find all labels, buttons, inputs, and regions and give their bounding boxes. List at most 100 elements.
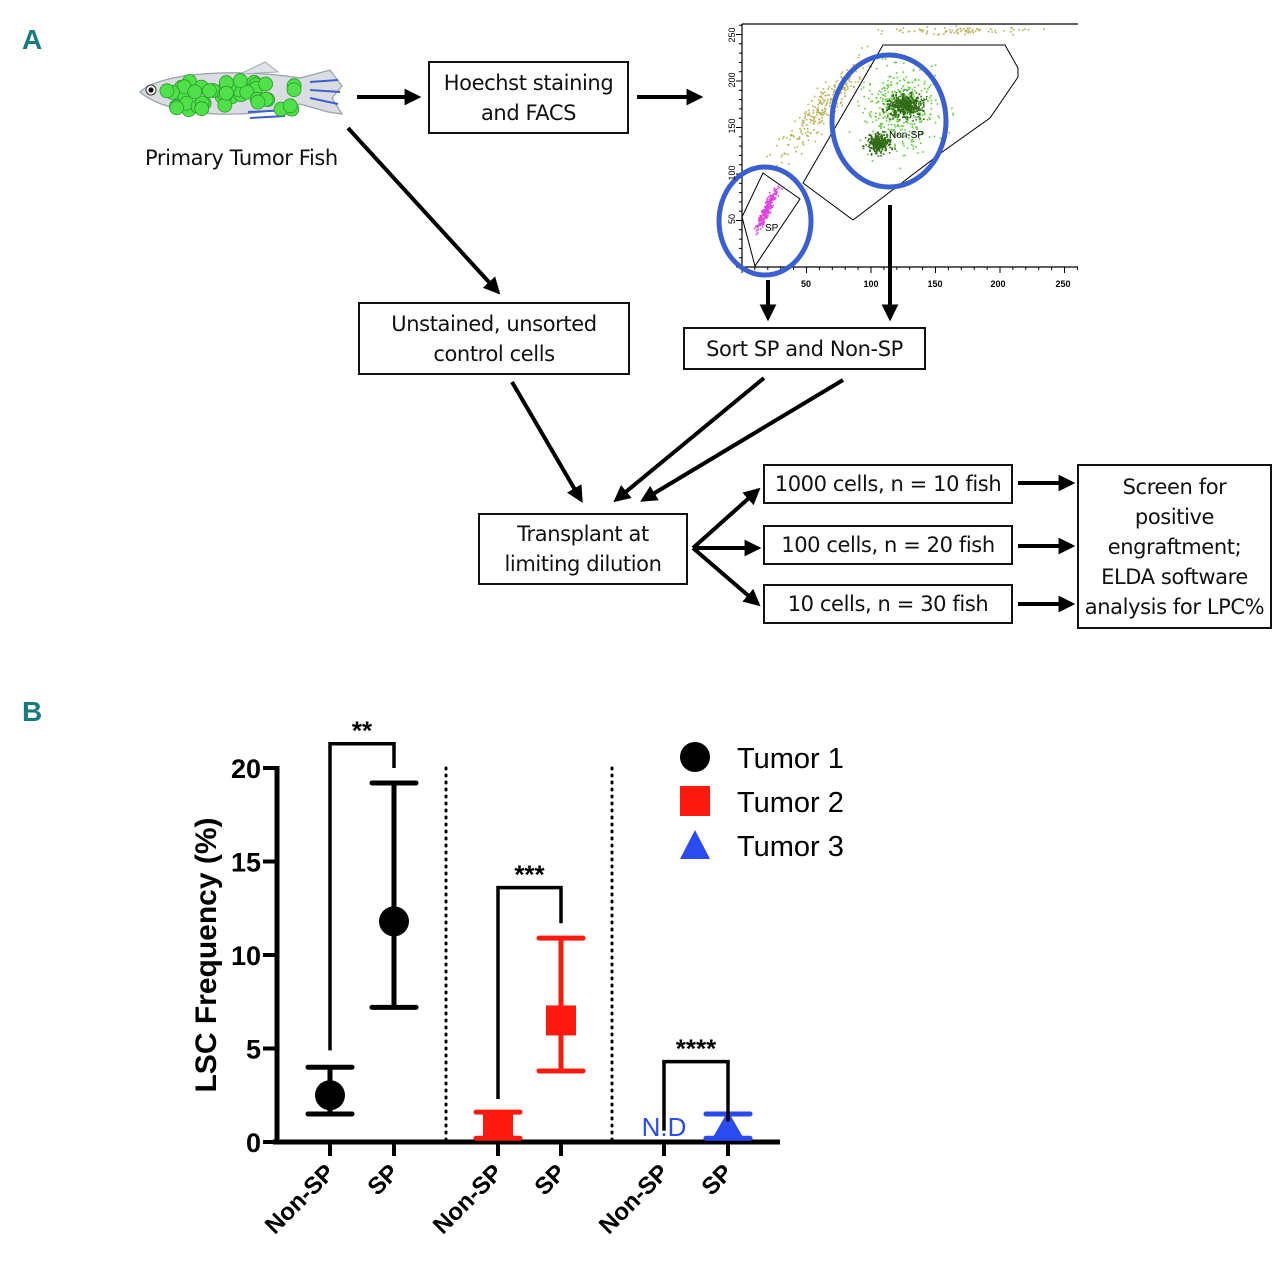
facs-event-dot bbox=[905, 107, 908, 110]
facs-event-dot bbox=[867, 145, 870, 148]
facs-event-dot bbox=[911, 98, 914, 100]
facs-event-dot bbox=[811, 116, 814, 118]
facs-event-dot bbox=[900, 29, 902, 31]
facs-event-dot bbox=[817, 103, 819, 106]
facs-event-dot bbox=[825, 81, 827, 83]
facs-event-dot bbox=[905, 115, 907, 117]
facs-event-dot bbox=[836, 79, 839, 82]
facs-event-dot bbox=[815, 132, 818, 134]
facs-event-dot bbox=[801, 122, 803, 124]
facs-event-dot bbox=[913, 104, 916, 107]
facs-event-dot bbox=[880, 126, 882, 128]
facs-event-dot bbox=[904, 94, 906, 96]
facs-event-dot bbox=[884, 98, 887, 101]
facs-event-dot bbox=[886, 143, 888, 145]
facs-event-dot bbox=[841, 77, 844, 79]
facs-event-dot bbox=[878, 117, 880, 120]
facs-event-dot bbox=[922, 29, 925, 31]
facs-event-dot bbox=[921, 102, 924, 104]
facs-event-dot bbox=[824, 94, 826, 97]
facs-event-dot bbox=[956, 32, 959, 34]
facs-event-dot bbox=[820, 102, 823, 105]
facs-y-tick: 200 bbox=[727, 72, 737, 87]
facs-event-dot bbox=[882, 110, 884, 112]
facs-event-dot bbox=[929, 96, 931, 99]
facs-event-dot bbox=[903, 89, 905, 91]
facs-event-dot bbox=[817, 109, 819, 112]
facs-event-dot bbox=[906, 147, 909, 150]
facs-event-dot bbox=[894, 91, 896, 93]
facs-event-dot bbox=[910, 106, 912, 109]
facs-event-dot bbox=[801, 133, 804, 135]
facs-event-dot bbox=[877, 147, 879, 150]
facs-event-dot bbox=[812, 112, 815, 114]
facs-event-dot bbox=[893, 109, 896, 111]
transplant-line2: limiting dilution bbox=[504, 552, 662, 576]
screen-elda-box: Screen for positive engraftment; ELDA so… bbox=[1077, 464, 1272, 629]
facs-event-dot bbox=[878, 90, 881, 92]
facs-event-dot bbox=[820, 114, 822, 116]
tumor-cell bbox=[239, 84, 255, 100]
facs-event-dot bbox=[769, 204, 772, 206]
facs-event-dot bbox=[893, 108, 895, 110]
facs-event-dot bbox=[1018, 28, 1020, 31]
dose1-label: 1000 cells, n = 10 fish bbox=[774, 472, 1002, 496]
facs-event-dot bbox=[888, 75, 890, 78]
facs-event-dot bbox=[890, 128, 893, 131]
facs-event-dot bbox=[881, 138, 883, 141]
facs-event-dot bbox=[798, 138, 801, 140]
facs-event-dot bbox=[807, 114, 810, 116]
facs-event-dot bbox=[819, 101, 822, 104]
facs-event-dot bbox=[876, 145, 879, 147]
facs-event-dot bbox=[900, 106, 903, 109]
facs-event-dot bbox=[809, 132, 812, 134]
facs-event-dot bbox=[893, 113, 895, 115]
facs-event-dot bbox=[866, 45, 869, 48]
facs-event-dot bbox=[928, 136, 931, 138]
facs-event-dot bbox=[966, 27, 969, 30]
facs-event-dot bbox=[908, 107, 911, 110]
facs-event-dot bbox=[800, 129, 803, 132]
facs-event-dot bbox=[840, 72, 843, 75]
facs-event-dot bbox=[902, 94, 905, 96]
facs-event-dot bbox=[930, 95, 932, 97]
facs-event-dot bbox=[829, 100, 832, 102]
facs-event-dot bbox=[853, 85, 855, 88]
facs-event-dot bbox=[963, 28, 965, 30]
facs-event-dot bbox=[843, 92, 846, 94]
facs-event-dot bbox=[871, 100, 874, 102]
facs-event-dot bbox=[879, 141, 881, 143]
facs-event-dot bbox=[816, 87, 819, 90]
facs-event-dot bbox=[759, 220, 762, 222]
facs-event-dot bbox=[892, 95, 894, 97]
facs-event-dot bbox=[830, 98, 832, 100]
facs-event-dot bbox=[870, 66, 873, 68]
facs-event-dot bbox=[877, 146, 880, 149]
facs-event-dot bbox=[913, 131, 915, 133]
facs-event-dot bbox=[882, 153, 885, 155]
facs-event-dot bbox=[864, 107, 866, 110]
facs-event-dot bbox=[886, 103, 889, 106]
facs-event-dot bbox=[862, 147, 865, 150]
facs-event-dot bbox=[760, 218, 763, 220]
facs-event-dot bbox=[902, 27, 905, 29]
facs-event-dot bbox=[814, 140, 817, 143]
facs-event-dot bbox=[879, 124, 882, 126]
facs-event-dot bbox=[833, 89, 836, 91]
facs-event-dot bbox=[880, 127, 882, 130]
facs-event-dot bbox=[881, 87, 883, 90]
facs-event-dot bbox=[796, 138, 799, 140]
facs-event-dot bbox=[845, 83, 847, 86]
legend-label: Tumor 1 bbox=[737, 743, 844, 775]
facs-event-dot bbox=[915, 108, 917, 111]
facs-event-dot bbox=[875, 137, 878, 140]
facs-event-dot bbox=[895, 103, 897, 106]
facs-event-dot bbox=[955, 29, 958, 32]
facs-event-dot bbox=[758, 220, 760, 222]
facs-event-dot bbox=[904, 102, 907, 105]
facs-event-dot bbox=[909, 99, 912, 101]
facs-event-dot bbox=[763, 211, 766, 214]
facs-event-dot bbox=[804, 132, 807, 134]
facs-event-dot bbox=[765, 208, 767, 211]
significance-bracket bbox=[328, 741, 396, 1051]
